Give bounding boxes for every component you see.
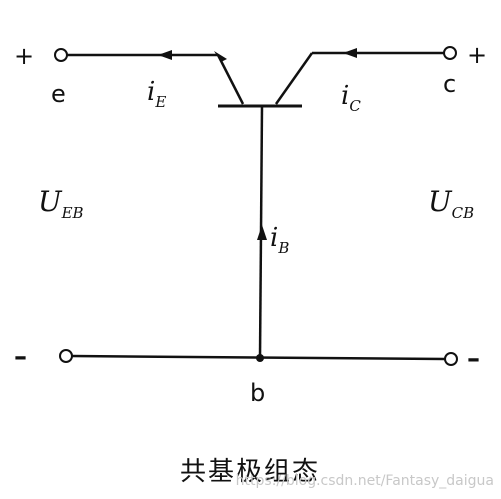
collector-label: c: [443, 70, 456, 98]
base-current-subscript: B: [277, 239, 289, 257]
collector-diagonal: [274, 52, 314, 105]
base-current-label: iB: [270, 223, 289, 257]
emitter-plus-sign: +: [14, 42, 34, 70]
collector-plus-sign: +: [467, 41, 487, 69]
emitter-current-label: iE: [147, 77, 166, 111]
collector-current-label: iC: [341, 81, 361, 115]
base-right-terminal[interactable]: [444, 352, 458, 366]
emitter-symbol-arrow: [214, 51, 227, 62]
base-left-terminal[interactable]: [59, 349, 73, 363]
base-current-arrow: [257, 225, 267, 240]
base-current-symbol: i: [270, 223, 278, 253]
emitter-current-subscript: E: [154, 93, 166, 111]
emitter-diagonal: [216, 54, 245, 105]
voltage-cb-subscript: CB: [452, 204, 475, 222]
collector-current-symbol: i: [341, 81, 349, 111]
collector-current-arrow: [343, 48, 357, 58]
voltage-cb-label: UCB: [428, 185, 474, 222]
collector-current-subscript: C: [349, 97, 361, 115]
circuit-wires: [67, 51, 446, 361]
collector-terminal[interactable]: [443, 46, 457, 60]
voltage-cb-symbol: U: [428, 185, 453, 218]
emitter-current-arrow: [158, 50, 172, 60]
emitter-current-symbol: i: [147, 77, 155, 107]
base-junction-dot: [256, 354, 264, 362]
voltage-eb-symbol: U: [38, 185, 63, 218]
emitter-terminal[interactable]: [54, 48, 68, 62]
diagram-caption: 共基极组态: [180, 457, 320, 487]
watermark-text: https://blog.csdn.net/Fantasy_daigua: [236, 473, 494, 489]
base-right-minus-sign: –: [467, 344, 480, 374]
base-label: b: [250, 379, 265, 407]
emitter-label: e: [51, 80, 66, 108]
base-left-minus-sign: –: [14, 342, 27, 372]
voltage-eb-subscript: EB: [61, 204, 84, 222]
voltage-eb-label: UEB: [38, 185, 84, 222]
